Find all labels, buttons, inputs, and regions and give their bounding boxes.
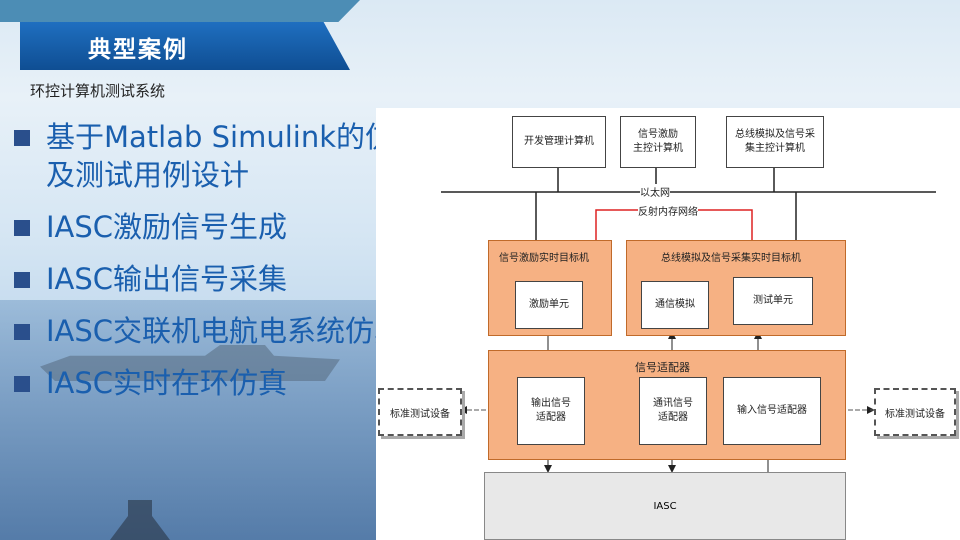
comm-simulation-unit: 通信模拟 — [641, 281, 709, 329]
bullet-square-icon — [14, 220, 30, 236]
bullet-square-icon — [14, 376, 30, 392]
bullet-square-icon — [14, 324, 30, 340]
bullet-list: 基于Matlab Simulink的仿真模型及测试用例设计 IASC激励信号生成… — [14, 118, 496, 416]
comm-signal-adapter: 通讯信号 适配器 — [639, 377, 707, 445]
slide-subtitle: 环控计算机测试系统 — [30, 82, 166, 100]
system-diagram: 开发管理计算机 信号激励 主控计算机 总线模拟及信号采 集主控计算机 以太网 反… — [376, 108, 960, 540]
title-banner-tab — [20, 22, 350, 70]
sea-background — [0, 300, 380, 540]
dev-management-computer: 开发管理计算机 — [512, 116, 606, 168]
stimulus-target-machine: 信号激励实时目标机 激励单元 — [488, 240, 612, 336]
slide-title: 典型案例 — [88, 37, 188, 63]
bus-sim-master-computer: 总线模拟及信号采 集主控计算机 — [726, 116, 824, 168]
ethernet-label: 以太网 — [640, 184, 670, 199]
bullet-item: IASC交联机电航电系统仿真 — [14, 312, 496, 350]
stimulus-master-computer: 信号激励 主控计算机 — [620, 116, 696, 168]
bullet-item: IASC输出信号采集 — [14, 260, 496, 298]
input-signal-adapter: 输入信号适配器 — [723, 377, 821, 445]
output-signal-adapter: 输出信号 适配器 — [517, 377, 585, 445]
title-banner: 典型案例 — [0, 0, 360, 70]
stimulus-unit: 激励单元 — [515, 281, 583, 329]
bullet-square-icon — [14, 272, 30, 288]
standard-test-equipment-left: 标准测试设备 — [378, 388, 462, 436]
reflective-memory-label: 反射内存网络 — [638, 203, 698, 218]
bullet-item: IASC激励信号生成 — [14, 208, 496, 246]
bullet-square-icon — [14, 130, 30, 146]
signal-adapter: 信号适配器 输出信号 适配器 通讯信号 适配器 输入信号适配器 — [488, 350, 846, 460]
standard-test-equipment-right: 标准测试设备 — [874, 388, 956, 436]
iasc-block: IASC — [484, 472, 846, 540]
title-banner-top — [0, 0, 360, 22]
bullet-item: IASC实时在环仿真 — [14, 364, 496, 402]
test-unit: 测试单元 — [733, 277, 813, 325]
bus-sim-target-machine: 总线模拟及信号采集实时目标机 通信模拟 测试单元 — [626, 240, 846, 336]
